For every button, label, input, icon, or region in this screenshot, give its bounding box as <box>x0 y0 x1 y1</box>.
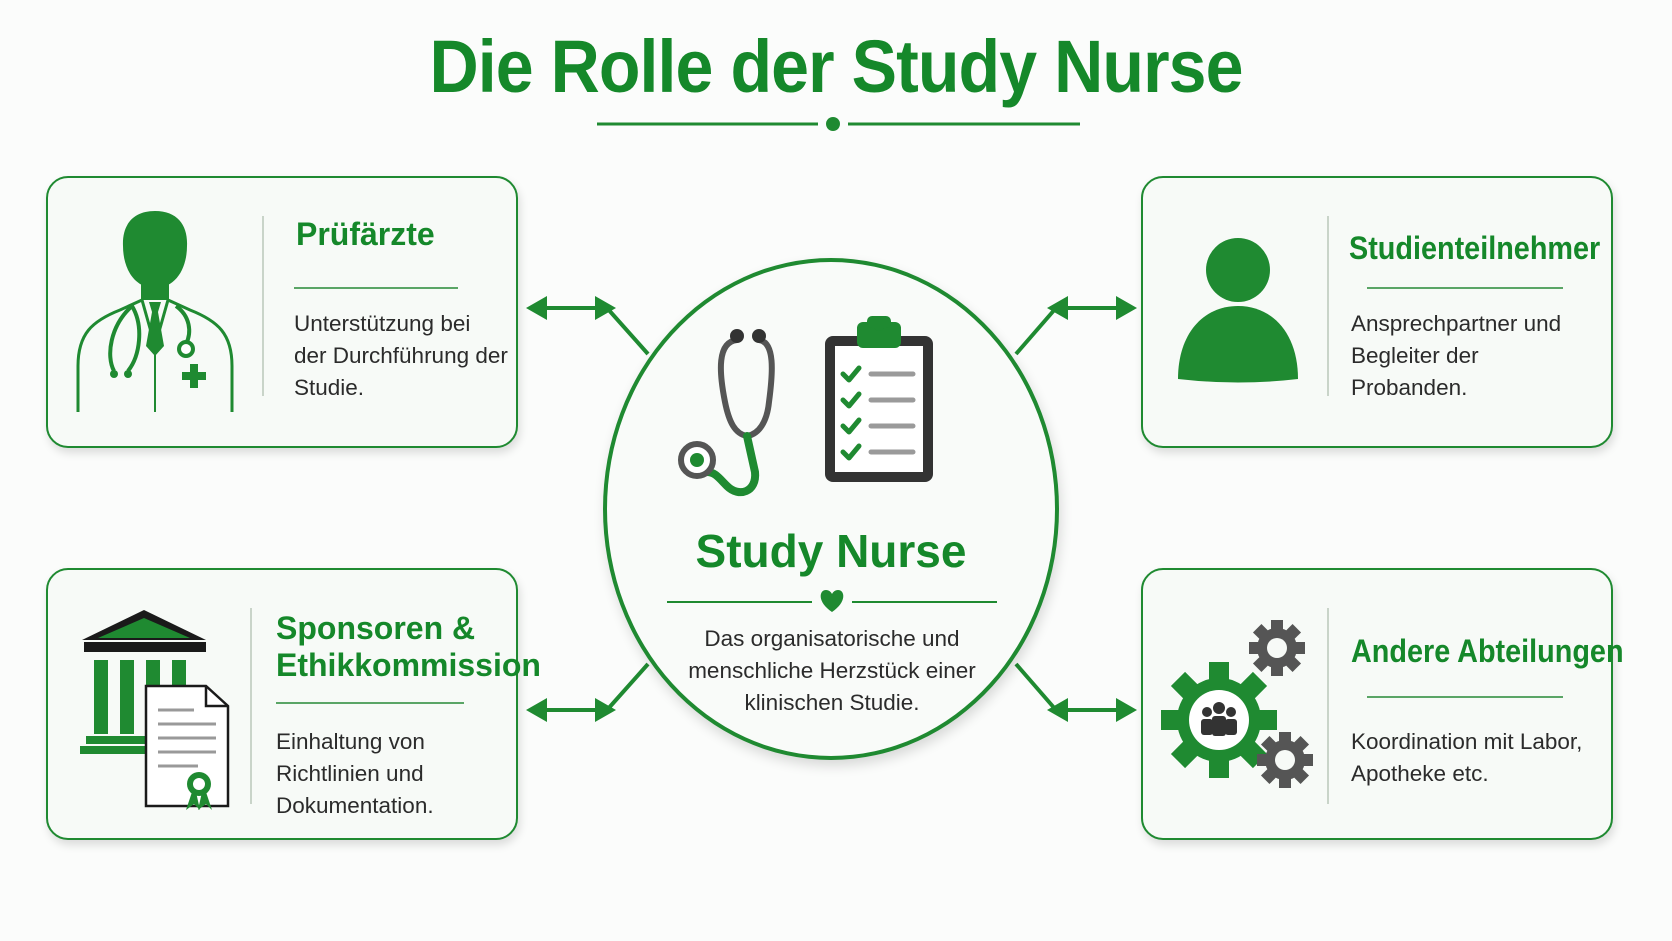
gears-team-icon <box>1161 620 1313 788</box>
card-title-line2: Ethikkommission <box>276 647 541 683</box>
card-sponsoren: Sponsoren & Ethikkommission Einhaltung v… <box>46 568 541 840</box>
title-underline <box>597 117 1080 131</box>
card-description: Einhaltung von Richtlinien und Dokumenta… <box>276 729 434 818</box>
card-description: Ansprechpartner und Begleiter der Proban… <box>1351 311 1562 400</box>
card-divider <box>250 608 252 804</box>
heart-icon <box>820 590 844 612</box>
card-divider <box>1327 608 1329 804</box>
connector-abteilungen <box>1014 662 1137 722</box>
connector-sponsoren <box>526 662 650 722</box>
clipboard-checklist-icon <box>825 316 933 482</box>
card-title: Andere Abteilungen <box>1351 633 1624 669</box>
institution-document-icon <box>80 610 230 810</box>
card-description: Unterstützung bei der Durchführung der S… <box>294 311 508 400</box>
center-description: Das organisatorische und menschliche Her… <box>688 626 976 715</box>
card-title-rule <box>1367 287 1563 289</box>
center-title: Study Nurse <box>695 525 967 577</box>
card-studienteilnehmer: Studienteilnehmer Ansprechpartner und Be… <box>1141 176 1613 448</box>
card-description: Koordination mit Labor, Apotheke etc. <box>1351 729 1583 786</box>
card-title-rule <box>276 702 464 704</box>
center-circle: Study Nurse Das organisatorische und men… <box>603 258 1059 760</box>
page-title: Die Rolle der Study Nurse <box>429 25 1243 108</box>
card-title-rule <box>294 287 458 289</box>
doctor-icon <box>76 211 234 412</box>
card-title: Studienteilnehmer <box>1349 230 1601 266</box>
card-divider <box>262 216 264 396</box>
card-title-rule <box>1367 696 1563 698</box>
connector-pruefaerzte <box>526 296 650 356</box>
card-abteilungen: Andere Abteilungen Koordination mit Labo… <box>1141 568 1624 840</box>
card-title-line1: Sponsoren & <box>276 610 476 646</box>
person-icon <box>1178 238 1298 383</box>
stethoscope-icon <box>678 329 775 497</box>
card-divider <box>1327 216 1329 396</box>
connector-studienteilnehmer <box>1014 296 1137 356</box>
card-pruefaerzte: Prüfärzte Unterstützung bei der Durchfüh… <box>46 176 518 448</box>
center-heart-divider <box>667 590 997 612</box>
card-title: Prüfärzte <box>296 216 435 252</box>
